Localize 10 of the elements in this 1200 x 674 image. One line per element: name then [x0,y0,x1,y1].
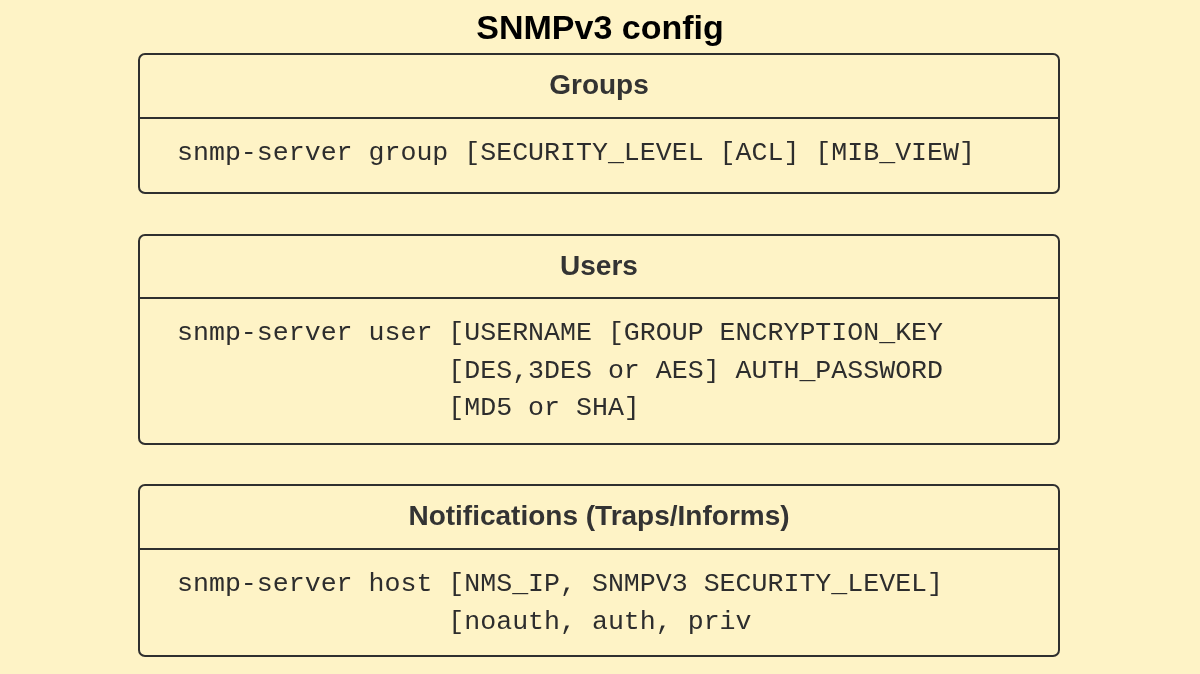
title: SNMPv3 config [475,7,725,48]
config-panel [138,484,1060,657]
panel-heading: Users [560,248,638,283]
command-syntax: snmp-server group [SECURITY_LEVEL [ACL] [MIB_VIEW] [177,137,976,170]
panel-heading: Groups [549,68,649,102]
command-syntax: snmp-server user [USERNAME [GROUP ENCRYPTION_KEY [DES,3DES or AES] AUTH_PASSWORD [MD5 or SHA] [177,317,945,425]
config-panel [138,53,1060,194]
panel-heading: Notifications (Traps/Informs) [408,499,790,533]
command-syntax: snmp-server host [NMS_IP, SNMPV3 SECURITY_LEVEL] [noauth, auth, priv [177,568,945,639]
config-panel [138,234,1060,445]
